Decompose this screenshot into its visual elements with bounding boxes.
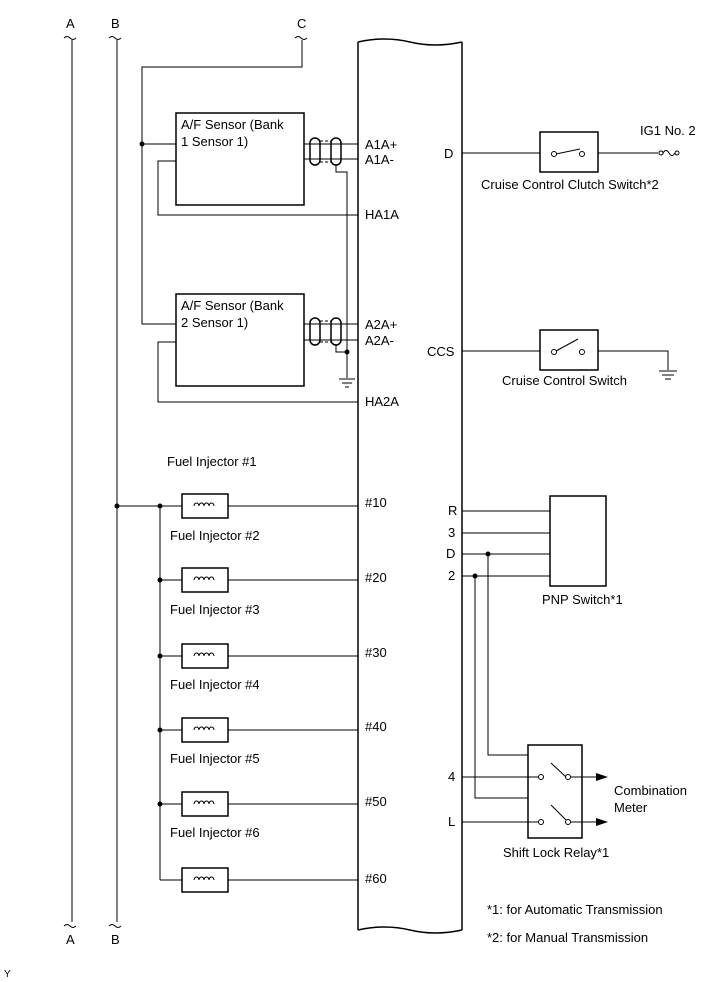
shift-lock-relay-contacts: [462, 762, 608, 826]
pin-a1a-plus: A1A+: [365, 137, 397, 152]
fuse-icon: [658, 150, 680, 156]
pin-l: L: [448, 814, 455, 829]
combination-meter-label-2: Meter: [614, 800, 648, 815]
pin-40: #40: [365, 719, 387, 734]
pin-50: #50: [365, 794, 387, 809]
pnp-switch: [549, 495, 607, 587]
pin-ha2a: HA2A: [365, 394, 399, 409]
af-sensor-bank1-label-2: 1 Sensor 1): [181, 134, 248, 149]
injector-3-label: Fuel Injector #3: [170, 602, 260, 617]
ground-icon: [659, 370, 677, 380]
af-sensor-bank2-label-1: A/F Sensor (Bank: [181, 298, 284, 313]
fuel-injector-3: [160, 643, 358, 669]
af-sensor-bank2-label-2: 2 Sensor 1): [181, 315, 248, 330]
fuel-injector-4: [160, 717, 358, 743]
cruise-control-clutch-switch: [462, 131, 658, 173]
fuel-injector-1: [160, 493, 358, 519]
bus-a-top-label: A: [66, 16, 75, 31]
cruise-switch-label: Cruise Control Switch: [502, 373, 627, 388]
fuel-injector-2: [160, 567, 358, 593]
clutch-switch-label: Cruise Control Clutch Switch*2: [481, 177, 659, 192]
bus-c-top-label: C: [297, 16, 306, 31]
pin-60: #60: [365, 871, 387, 886]
pin-20: #20: [365, 570, 387, 585]
bus-line-a: [63, 36, 77, 928]
pnp-wires: [462, 510, 550, 579]
af-sensor-bank1-wires: [157, 137, 358, 352]
corner-mark: Y: [4, 969, 11, 980]
bus-b-top-label: B: [111, 16, 120, 31]
ig1-no2-label: IG1 No. 2: [640, 123, 696, 138]
pin-d-clutch: D: [444, 146, 453, 161]
note-automatic-transmission: *1: for Automatic Transmission: [487, 902, 663, 917]
fuel-injector-5: [160, 791, 358, 817]
af-sensor-bank2-wires: [157, 317, 358, 403]
pin-a2a-plus: A2A+: [365, 317, 397, 332]
cruise-control-switch: [462, 329, 669, 371]
pin-a1a-minus: A1A-: [365, 152, 394, 167]
pin-3: 3: [448, 525, 455, 540]
pin-ha1a: HA1A: [365, 207, 399, 222]
pin-ccs: CCS: [427, 344, 455, 359]
shift-lock-relay-label: Shift Lock Relay*1: [503, 845, 609, 860]
combination-meter-label-1: Combination: [614, 783, 687, 798]
af-sensor-bank1-label-1: A/F Sensor (Bank: [181, 117, 284, 132]
injector-6-label: Fuel Injector #6: [170, 825, 260, 840]
bus-c-wire: [139, 40, 303, 325]
pin-30: #30: [365, 645, 387, 660]
injector-5-label: Fuel Injector #5: [170, 751, 260, 766]
injector-2-label: Fuel Injector #2: [170, 528, 260, 543]
injector-1-label: Fuel Injector #1: [167, 454, 257, 469]
pin-10: #10: [365, 495, 387, 510]
pnp-switch-label: PNP Switch*1: [542, 592, 623, 607]
bus-c-break-mark: [294, 36, 308, 40]
pin-d-pnp: D: [446, 546, 455, 561]
pin-2: 2: [448, 568, 455, 583]
bus-b-bottom-label: B: [111, 932, 120, 947]
ecu-block: [357, 38, 463, 934]
shield-ground-icon: [339, 378, 355, 388]
bus-line-b: [108, 36, 122, 928]
pin-4: 4: [448, 769, 455, 784]
fuel-injector-6: [160, 867, 358, 893]
injector-4-label: Fuel Injector #4: [170, 677, 260, 692]
af-sensor-bank2: [175, 293, 305, 387]
pin-a2a-minus: A2A-: [365, 333, 394, 348]
af-sensor-bank1: [175, 112, 305, 206]
pin-r: R: [448, 503, 457, 518]
bus-a-bottom-label: A: [66, 932, 75, 947]
injector-common-wire: [114, 503, 163, 880]
shift-lock-relay: [527, 744, 583, 839]
note-manual-transmission: *2: for Manual Transmission: [487, 930, 648, 945]
